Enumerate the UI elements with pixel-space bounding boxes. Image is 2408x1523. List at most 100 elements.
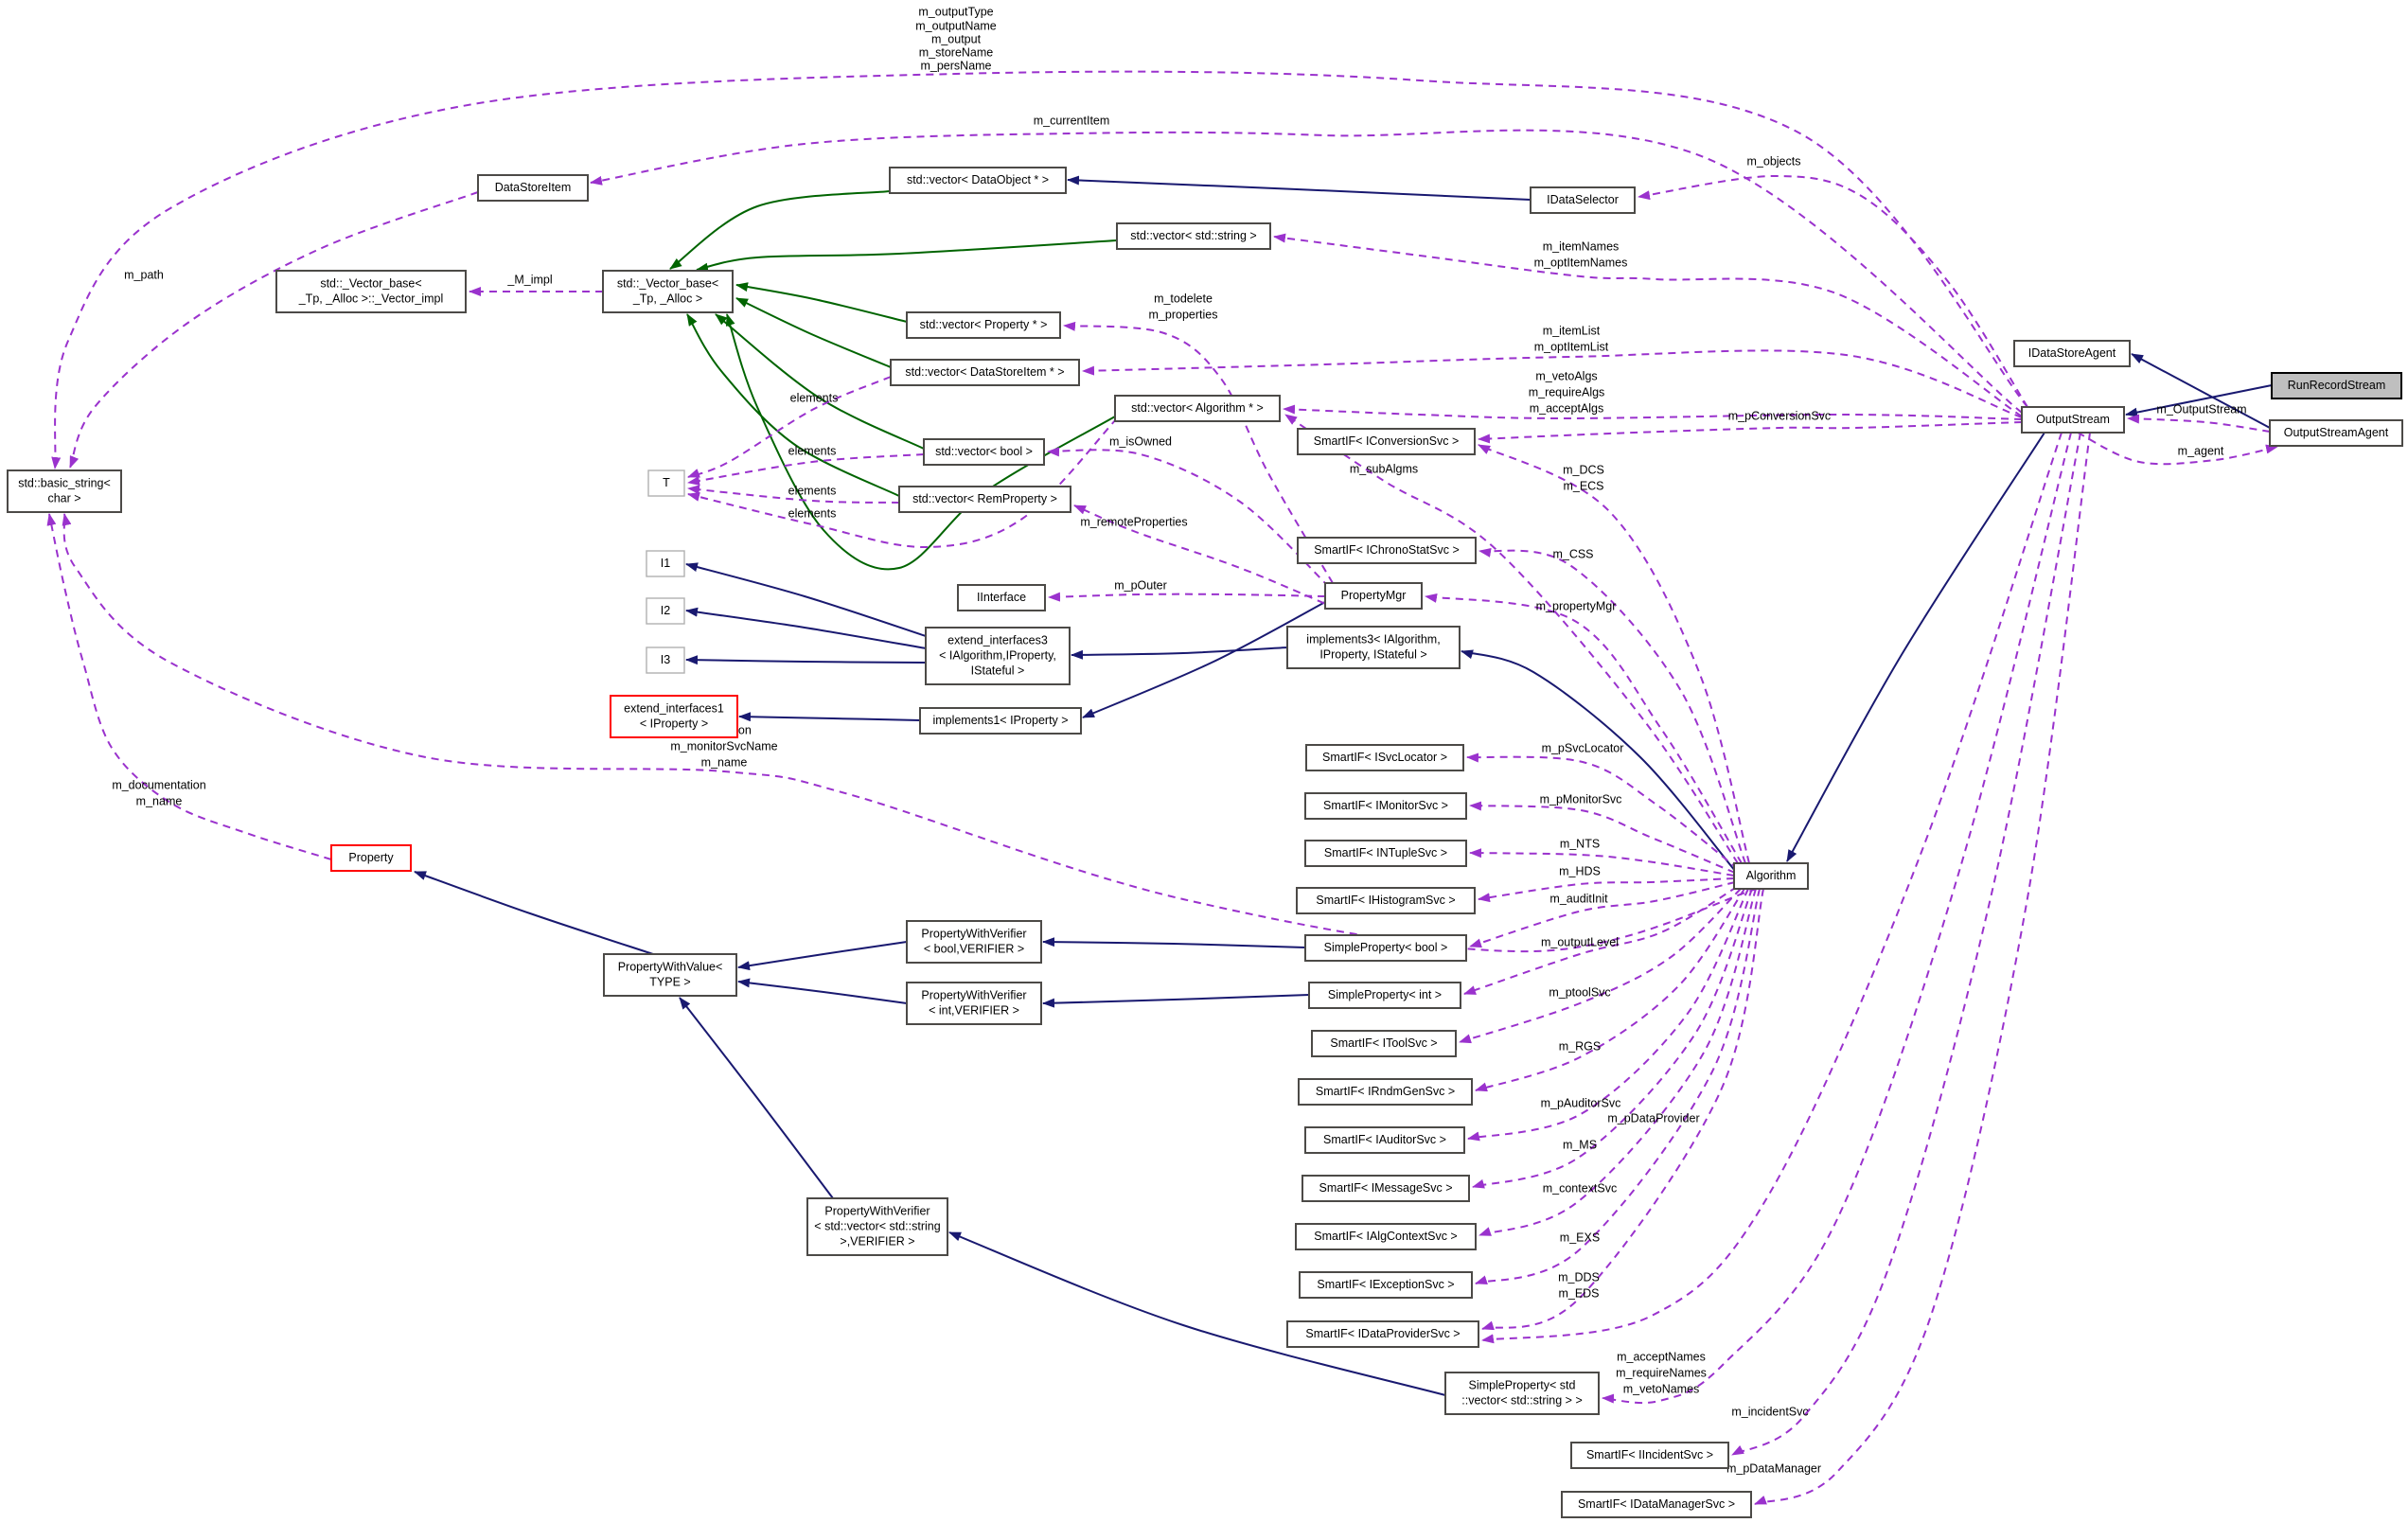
class-node-smartif-auditorsvc[interactable]: SmartIF< IAuditorSvc >	[1304, 1126, 1465, 1154]
class-node-outputstreamagent-box[interactable]	[2269, 419, 2403, 447]
class-node-vector-base-box[interactable]	[602, 270, 734, 313]
class-node-smartif-conversionsvc[interactable]: SmartIF< IConversionSvc >	[1297, 428, 1476, 455]
class-node-propertywithvalue-box[interactable]	[603, 953, 737, 997]
class-node-implements3[interactable]: implements3< IAlgorithm,IProperty, IStat…	[1286, 626, 1461, 669]
class-node-smartif-ntuplesvc[interactable]: SmartIF< INTupleSvc >	[1304, 840, 1467, 867]
class-node-smartif-svclocator-box[interactable]	[1305, 744, 1464, 771]
class-node-implements1[interactable]: implements1< IProperty >	[919, 707, 1082, 735]
class-node-smartif-histogramsvc[interactable]: SmartIF< IHistogramSvc >	[1296, 887, 1476, 914]
class-node-smartif-monitorsvc-box[interactable]	[1304, 792, 1467, 820]
class-node-simpleproperty-vecstring[interactable]: SimpleProperty< std::vector< std::string…	[1444, 1372, 1600, 1415]
class-node-simpleproperty-int-box[interactable]	[1308, 982, 1461, 1009]
class-node-extend-interfaces3[interactable]: extend_interfaces3< IAlgorithm,IProperty…	[925, 627, 1071, 685]
class-node-vec-remproperty[interactable]: std::vector< RemProperty >	[898, 486, 1071, 513]
class-node-idatastoreagent[interactable]: IDataStoreAgent	[2013, 340, 2131, 367]
class-node-smartif-conversionsvc-box[interactable]	[1297, 428, 1476, 455]
class-node-propertywithverifier-int-box[interactable]	[906, 982, 1042, 1025]
class-node-i3-box[interactable]	[646, 646, 685, 674]
class-node-propertymgr[interactable]: PropertyMgr	[1324, 582, 1423, 610]
class-node-smartif-algcontextsvc[interactable]: SmartIF< IAlgContextSvc >	[1295, 1223, 1477, 1250]
class-node-vec-datastoreitem[interactable]: std::vector< DataStoreItem * >	[890, 359, 1080, 386]
class-node-vec-property-box[interactable]	[906, 311, 1061, 339]
class-node-outputstreamagent[interactable]: OutputStreamAgent	[2269, 419, 2403, 447]
class-node-smartif-rndmgensvc-box[interactable]	[1298, 1078, 1473, 1106]
class-node-smartif-toolsvc[interactable]: SmartIF< IToolSvc >	[1311, 1030, 1457, 1057]
class-node-outputstream-box[interactable]	[2021, 406, 2125, 434]
class-node-smartif-chronostatsvc-box[interactable]	[1297, 537, 1477, 564]
class-node-i2-box[interactable]	[646, 597, 685, 625]
class-node-smartif-ntuplesvc-box[interactable]	[1304, 840, 1467, 867]
class-node-basic-string[interactable]: std::basic_string<char >	[7, 469, 122, 513]
class-node-propertymgr-box[interactable]	[1324, 582, 1423, 610]
class-node-smartif-svclocator[interactable]: SmartIF< ISvcLocator >	[1305, 744, 1464, 771]
class-node-i2[interactable]: I2	[646, 597, 685, 625]
class-node-smartif-incidentsvc[interactable]: SmartIF< IIncidentSvc >	[1570, 1442, 1729, 1469]
class-node-simpleproperty-vecstring-box[interactable]	[1444, 1372, 1600, 1415]
class-node-smartif-chronostatsvc[interactable]: SmartIF< IChronoStatSvc >	[1297, 537, 1477, 564]
class-node-datastoreitem[interactable]: DataStoreItem	[477, 174, 589, 202]
class-node-i1[interactable]: I1	[646, 550, 685, 577]
class-node-vec-dataobject[interactable]: std::vector< DataObject * >	[889, 167, 1067, 194]
class-node-iinterface-box[interactable]	[957, 584, 1046, 611]
class-node-idataselector[interactable]: IDataSelector	[1530, 186, 1636, 214]
class-node-implements1-box[interactable]	[919, 707, 1082, 735]
class-node-implements3-box[interactable]	[1286, 626, 1461, 669]
class-node-propertywithverifier-vecstring-box[interactable]	[806, 1197, 948, 1256]
class-node-extend-interfaces1-box[interactable]	[610, 695, 738, 738]
class-node-propertywithverifier-vecstring[interactable]: PropertyWithVerifier< std::vector< std::…	[806, 1197, 948, 1256]
class-node-vec-algorithm[interactable]: std::vector< Algorithm * >	[1114, 395, 1281, 422]
class-node-smartif-histogramsvc-box[interactable]	[1296, 887, 1476, 914]
class-node-smartif-exceptionsvc[interactable]: SmartIF< IExceptionSvc >	[1299, 1271, 1473, 1299]
class-node-vec-string-box[interactable]	[1116, 222, 1271, 250]
class-node-vec-bool[interactable]: std::vector< bool >	[923, 438, 1045, 466]
class-node-smartif-messagesvc[interactable]: SmartIF< IMessageSvc >	[1301, 1175, 1470, 1202]
class-node-smartif-algcontextsvc-box[interactable]	[1295, 1223, 1477, 1250]
class-node-i3[interactable]: I3	[646, 646, 685, 674]
class-node-basic-string-box[interactable]	[7, 469, 122, 513]
class-node-smartif-dataprovidersvc[interactable]: SmartIF< IDataProviderSvc >	[1286, 1320, 1479, 1348]
class-node-smartif-datamanagersvc-box[interactable]	[1561, 1491, 1752, 1518]
class-node-smartif-messagesvc-box[interactable]	[1301, 1175, 1470, 1202]
class-node-simpleproperty-bool[interactable]: SimpleProperty< bool >	[1304, 934, 1467, 962]
class-node-vec-bool-box[interactable]	[923, 438, 1045, 466]
class-node-smartif-rndmgensvc[interactable]: SmartIF< IRndmGenSvc >	[1298, 1078, 1473, 1106]
class-node-vector-base[interactable]: std::_Vector_base<_Tp, _Alloc >	[602, 270, 734, 313]
class-node-smartif-monitorsvc[interactable]: SmartIF< IMonitorSvc >	[1304, 792, 1467, 820]
class-node-vec-algorithm-box[interactable]	[1114, 395, 1281, 422]
class-node-runrecordstream-box[interactable]	[2271, 372, 2402, 399]
class-node-vec-datastoreitem-box[interactable]	[890, 359, 1080, 386]
class-node-datastoreitem-box[interactable]	[477, 174, 589, 202]
class-node-smartif-datamanagersvc[interactable]: SmartIF< IDataManagerSvc >	[1561, 1491, 1752, 1518]
class-node-extend-interfaces1[interactable]: extend_interfaces1< IProperty >	[610, 695, 738, 738]
class-node-vec-property[interactable]: std::vector< Property * >	[906, 311, 1061, 339]
class-node-smartif-toolsvc-box[interactable]	[1311, 1030, 1457, 1057]
class-node-i1-box[interactable]	[646, 550, 685, 577]
class-node-smartif-dataprovidersvc-box[interactable]	[1286, 1320, 1479, 1348]
class-node-t-param[interactable]: T	[647, 469, 685, 497]
class-node-vector-impl[interactable]: std::_Vector_base<_Tp, _Alloc >::_Vector…	[275, 270, 467, 313]
class-node-propertywithverifier-bool-box[interactable]	[906, 920, 1042, 964]
class-node-vector-impl-box[interactable]	[275, 270, 467, 313]
class-node-runrecordstream[interactable]: RunRecordStream	[2271, 372, 2402, 399]
class-node-idataselector-box[interactable]	[1530, 186, 1636, 214]
class-node-smartif-exceptionsvc-box[interactable]	[1299, 1271, 1473, 1299]
class-node-smartif-auditorsvc-box[interactable]	[1304, 1126, 1465, 1154]
class-node-vec-string[interactable]: std::vector< std::string >	[1116, 222, 1271, 250]
class-node-outputstream[interactable]: OutputStream	[2021, 406, 2125, 434]
class-node-simpleproperty-bool-box[interactable]	[1304, 934, 1467, 962]
class-node-propertywithverifier-bool[interactable]: PropertyWithVerifier< bool,VERIFIER >	[906, 920, 1042, 964]
class-node-vec-dataobject-box[interactable]	[889, 167, 1067, 194]
class-node-simpleproperty-int[interactable]: SimpleProperty< int >	[1308, 982, 1461, 1009]
class-node-propertywithvalue[interactable]: PropertyWithValue<TYPE >	[603, 953, 737, 997]
class-node-algorithm-box[interactable]	[1733, 862, 1809, 890]
class-node-idatastoreagent-box[interactable]	[2013, 340, 2131, 367]
class-node-vec-remproperty-box[interactable]	[898, 486, 1071, 513]
class-node-property[interactable]: Property	[330, 844, 412, 872]
class-node-algorithm[interactable]: Algorithm	[1733, 862, 1809, 890]
class-node-property-box[interactable]	[330, 844, 412, 872]
class-node-propertywithverifier-int[interactable]: PropertyWithVerifier< int,VERIFIER >	[906, 982, 1042, 1025]
class-node-smartif-incidentsvc-box[interactable]	[1570, 1442, 1729, 1469]
class-node-iinterface[interactable]: IInterface	[957, 584, 1046, 611]
class-node-extend-interfaces3-box[interactable]	[925, 627, 1071, 685]
class-node-t-param-box[interactable]	[647, 469, 685, 497]
